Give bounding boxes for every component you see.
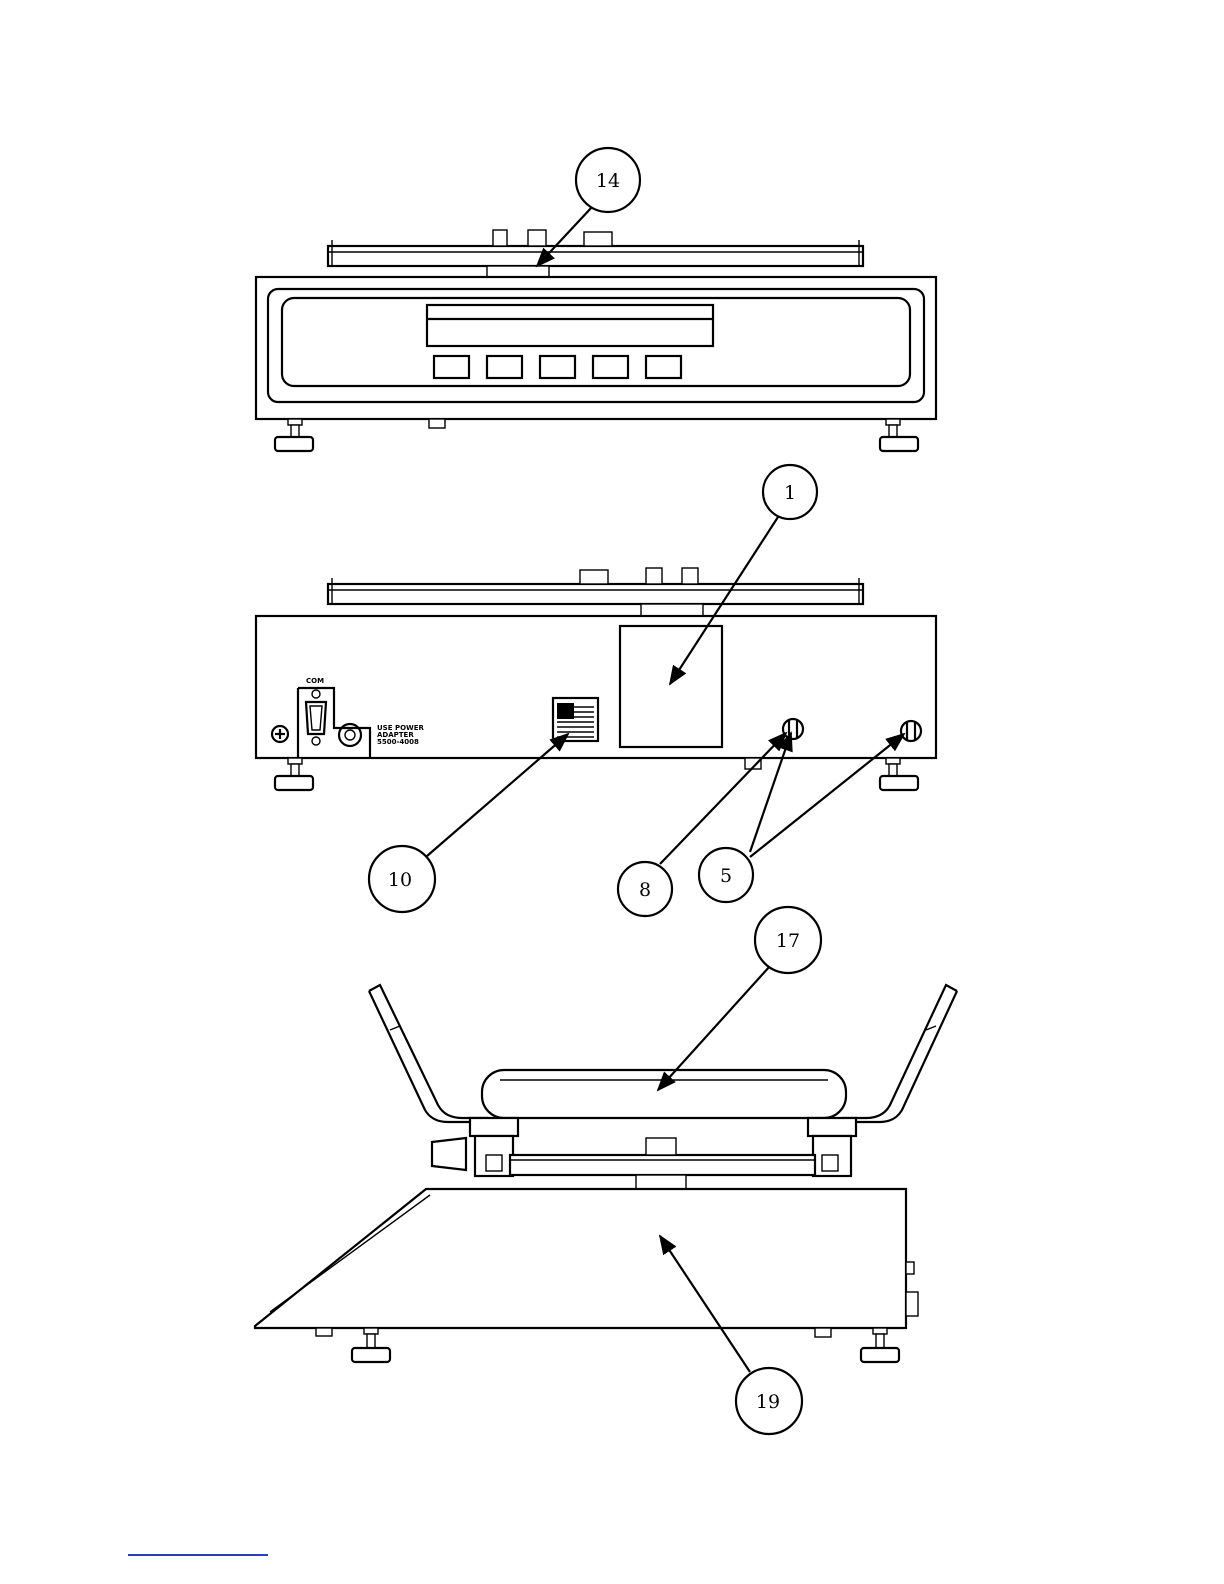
power-label-line-3: 5500-4008	[377, 738, 419, 746]
callout-5-label: 5	[720, 865, 732, 887]
side-view	[255, 985, 957, 1362]
callout-17: 17	[658, 907, 821, 1090]
footer-rule	[128, 1554, 268, 1556]
rear-view: COM USE POWER ADAPTER 5500-4008	[256, 568, 936, 790]
front-pan	[328, 230, 863, 278]
front-feet	[275, 419, 918, 451]
front-view	[256, 230, 936, 451]
front-housing	[256, 277, 936, 428]
rear-feet	[275, 758, 918, 790]
callout-10-label: 10	[388, 869, 412, 891]
leveling-screw-icon	[901, 721, 921, 741]
leveling-screw-icon	[783, 719, 803, 739]
side-housing	[255, 1189, 906, 1328]
side-support	[432, 1118, 856, 1189]
rear-pan	[328, 568, 863, 616]
callout-17-label: 17	[776, 930, 800, 952]
com-port-label: COM	[306, 677, 324, 685]
callout-14-label: 14	[596, 170, 620, 192]
side-pan	[482, 1070, 846, 1118]
callout-1-label: 1	[784, 482, 796, 504]
callout-10: 10	[369, 734, 568, 912]
flag-label-icon	[553, 698, 598, 741]
callout-19-label: 19	[756, 1391, 780, 1413]
callout-8-label: 8	[639, 879, 651, 901]
side-knob	[432, 1138, 466, 1170]
